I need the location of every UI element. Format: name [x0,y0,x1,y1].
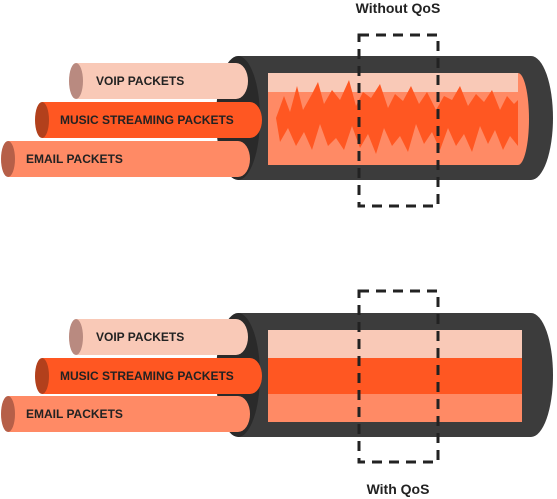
without-qos-caption: Without QoS [356,0,441,16]
email-cable: EMAIL PACKETS [1,396,250,432]
inner-bundle [268,330,522,422]
voip-cable: VOIP PACKETS [69,63,248,99]
music-lane [268,358,522,394]
highlight-box [357,33,440,208]
music-label: MUSIC STREAMING PACKETS [60,113,234,127]
voip-cable: VOIP PACKETS [69,319,248,355]
with-qos-diagram: VOIP PACKETS MUSIC STREAMING PACKETS EMA… [1,289,553,497]
music-cable: MUSIC STREAMING PACKETS [35,358,262,394]
voip-lane [268,330,522,358]
music-label: MUSIC STREAMING PACKETS [60,369,234,383]
voip-label: VOIP PACKETS [96,74,184,88]
highlight-box [357,289,440,464]
with-qos-caption: With QoS [367,481,430,497]
email-label: EMAIL PACKETS [26,152,123,166]
music-cable: MUSIC STREAMING PACKETS [35,102,262,138]
voip-label: VOIP PACKETS [96,330,184,344]
email-lane [268,394,522,422]
email-label: EMAIL PACKETS [26,407,123,421]
mixed-traffic-waveform [276,80,518,154]
inner-bundle [268,73,529,165]
without-qos-diagram: Without QoS VOIP PACKETS MUSIC STREAMING… [1,0,553,208]
email-cable: EMAIL PACKETS [1,141,250,177]
